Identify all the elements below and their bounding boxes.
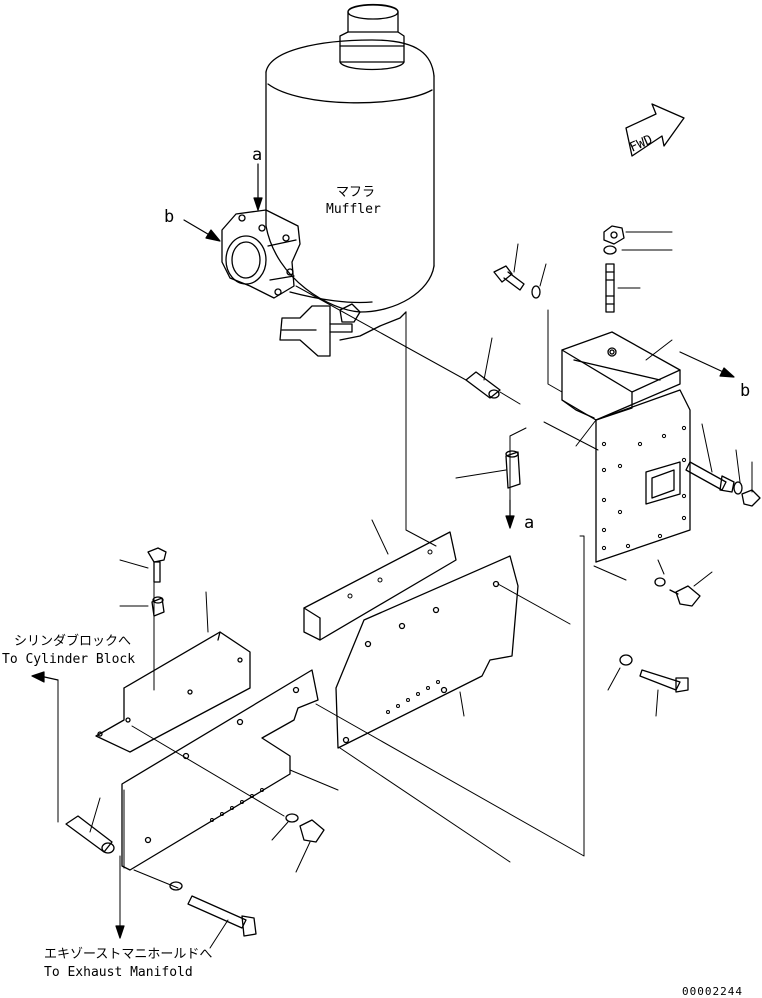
muffler-label-jp: マフラ: [336, 185, 375, 200]
text-labels: マフラ Muffler FWD a b b a シリンダブロックへ To Cyl…: [2, 132, 750, 998]
exhaust-manifold-en: To Exhaust Manifold: [44, 965, 193, 980]
cylinder-block-jp: シリンダブロックへ: [14, 633, 131, 649]
cylinder-block-en: To Cylinder Block: [2, 652, 135, 667]
spacers: [65, 371, 521, 854]
middle-brackets: [303, 531, 519, 749]
ref-a-mid: a: [524, 513, 534, 533]
ref-b-right: b: [740, 381, 750, 401]
assembly-lines: [57, 231, 753, 949]
drawing-number: 00002244: [682, 985, 743, 998]
exhaust-manifold-jp: エキゾーストマニホールドへ: [44, 947, 212, 962]
right-bracket: [561, 331, 691, 563]
fwd-arrow: [625, 103, 685, 157]
muffler: [221, 3, 435, 357]
left-brackets: [95, 547, 325, 937]
reference-arrows: [31, 163, 735, 939]
ref-b-left: b: [164, 207, 174, 227]
fwd-label: FWD: [628, 132, 656, 155]
muffler-label-en: Muffler: [326, 202, 381, 217]
right-hardware: [493, 225, 761, 693]
ref-a-top: a: [252, 145, 262, 165]
